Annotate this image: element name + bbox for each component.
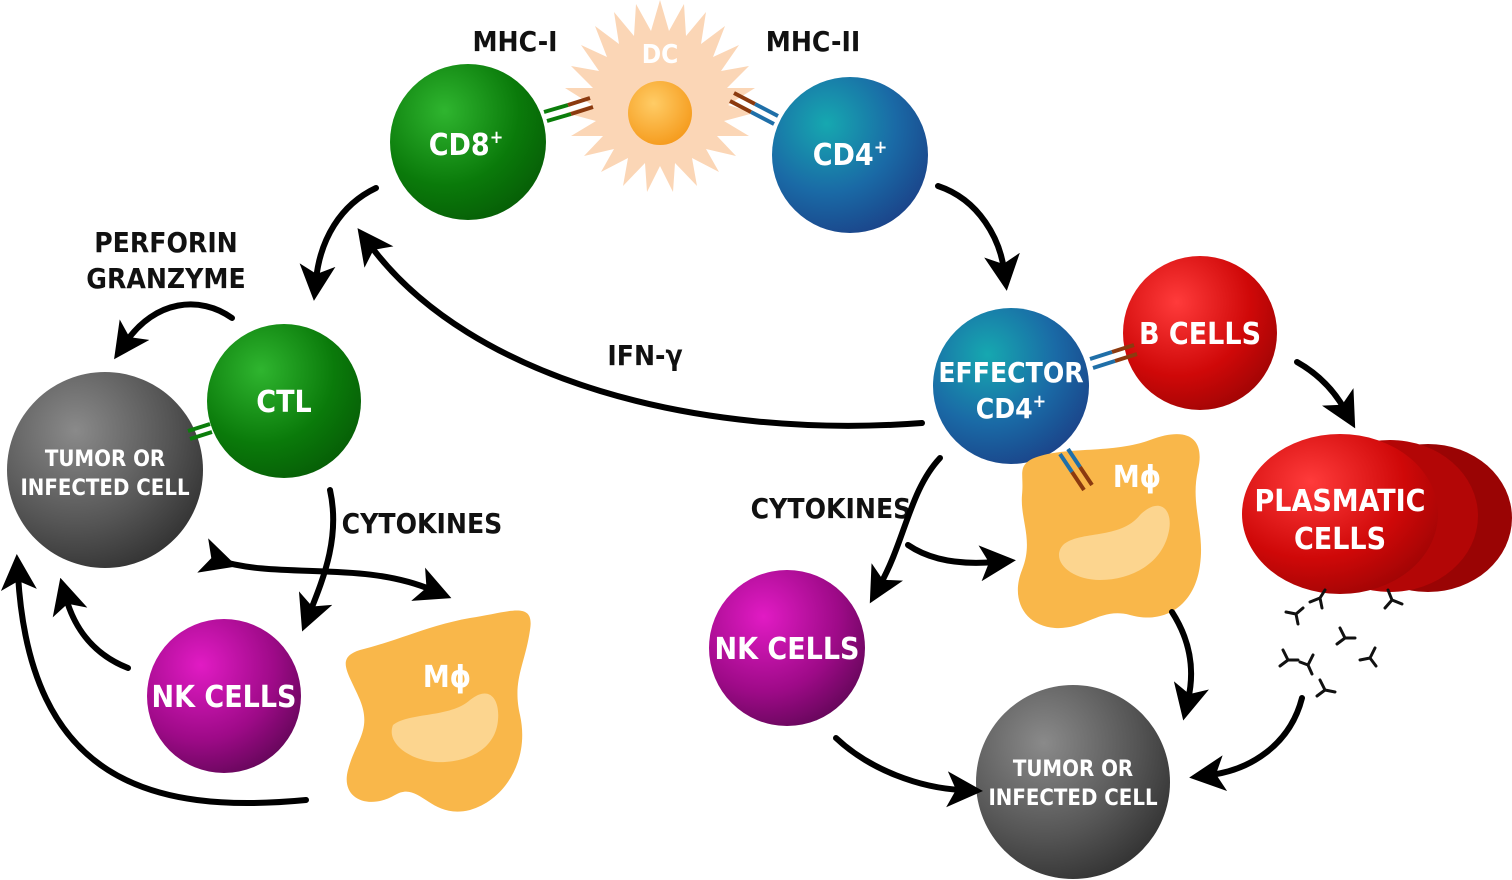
plasmatic-cells xyxy=(1242,434,1512,594)
effector-label-line1: EFFECTOR xyxy=(938,356,1083,389)
arrow-effector-to-nk-right xyxy=(869,455,943,604)
plasmatic-label-line2: CELLS xyxy=(1294,522,1386,557)
granzyme-label: GRANZYME xyxy=(86,262,245,295)
effector-b-synapse xyxy=(1089,343,1138,370)
macrophage-left-label: Mϕ xyxy=(423,660,471,695)
ctl-cell xyxy=(207,324,361,478)
arrow-cd8-to-ctl xyxy=(299,185,379,301)
effector-label-line2: CD4+ xyxy=(976,391,1047,425)
tumor-cell-left xyxy=(7,372,203,568)
arrow-b-to-plasmatic xyxy=(1294,359,1356,429)
arrow-antibodies-to-tumor xyxy=(1189,695,1305,791)
arrow-cytokines-right-to-macrophage xyxy=(905,542,1016,582)
mhc-ii-receptor xyxy=(729,91,779,126)
tumor-right-label-line2: INFECTED CELL xyxy=(988,786,1158,811)
tumor-left-label-line1: TUMOR OR xyxy=(45,447,165,472)
dendritic-cell-nucleus xyxy=(628,81,692,145)
cytokines-right-label: CYTOKINES xyxy=(751,492,912,525)
arrow-ctl-to-tumor xyxy=(114,301,235,360)
macrophage-left-nucleus xyxy=(391,693,499,763)
tumor-left-label-line2: INFECTED CELL xyxy=(20,476,190,501)
mhc-i-label: MHC-I xyxy=(472,25,557,58)
cd4-cell xyxy=(772,77,928,233)
macrophage-left xyxy=(345,610,531,812)
arrow-cd4-to-effector xyxy=(935,183,1020,291)
cd4-label: CD4+ xyxy=(813,137,888,173)
cd8-label: CD8+ xyxy=(429,127,504,163)
mhc-ii-label: MHC-II xyxy=(766,25,860,58)
macrophage-right xyxy=(1017,434,1202,629)
mhc-i-receptor xyxy=(543,96,594,123)
arrow-nk-right-to-tumor xyxy=(833,735,983,808)
antibodies xyxy=(1278,588,1404,698)
cd8-cell xyxy=(390,64,546,220)
arrows xyxy=(0,183,1356,808)
nk-right-label: NK CELLS xyxy=(715,632,860,667)
nk-cell-left xyxy=(147,619,301,773)
cytokines-left-label: CYTOKINES xyxy=(342,507,503,540)
dc-label: DC xyxy=(642,40,679,70)
macrophage-right-label: Mϕ xyxy=(1113,460,1161,495)
perforin-label: PERFORIN xyxy=(94,226,238,259)
effector-macrophage-synapse xyxy=(1058,447,1094,492)
arrow-ifn-to-cd8 xyxy=(357,228,925,429)
effector-cd4-cell xyxy=(933,308,1089,464)
tumor-cell-right xyxy=(976,685,1170,879)
arrow-cytokines-left-double xyxy=(197,538,452,601)
tumor-right-label-line1: TUMOR OR xyxy=(1013,757,1133,782)
b-cells-label: B CELLS xyxy=(1139,317,1261,352)
ctl-label: CTL xyxy=(256,385,311,420)
b-cells xyxy=(1123,256,1277,410)
nk-left-label: NK CELLS xyxy=(152,680,297,715)
nk-cell-right xyxy=(709,570,865,726)
macrophage-right-nucleus xyxy=(1058,505,1170,580)
ctl-tumor-synapse xyxy=(187,422,213,441)
arrow-cytokines-left-to-nk xyxy=(298,487,337,632)
arrow-macrophage-right-to-tumor xyxy=(1169,609,1209,721)
ifn-gamma-label: IFN-γ xyxy=(607,339,682,372)
arrow-nk-left-to-tumor xyxy=(52,577,131,671)
arrow-macrophage-left-to-tumor xyxy=(0,554,309,807)
plasmatic-label-line1: PLASMATIC xyxy=(1255,484,1426,519)
